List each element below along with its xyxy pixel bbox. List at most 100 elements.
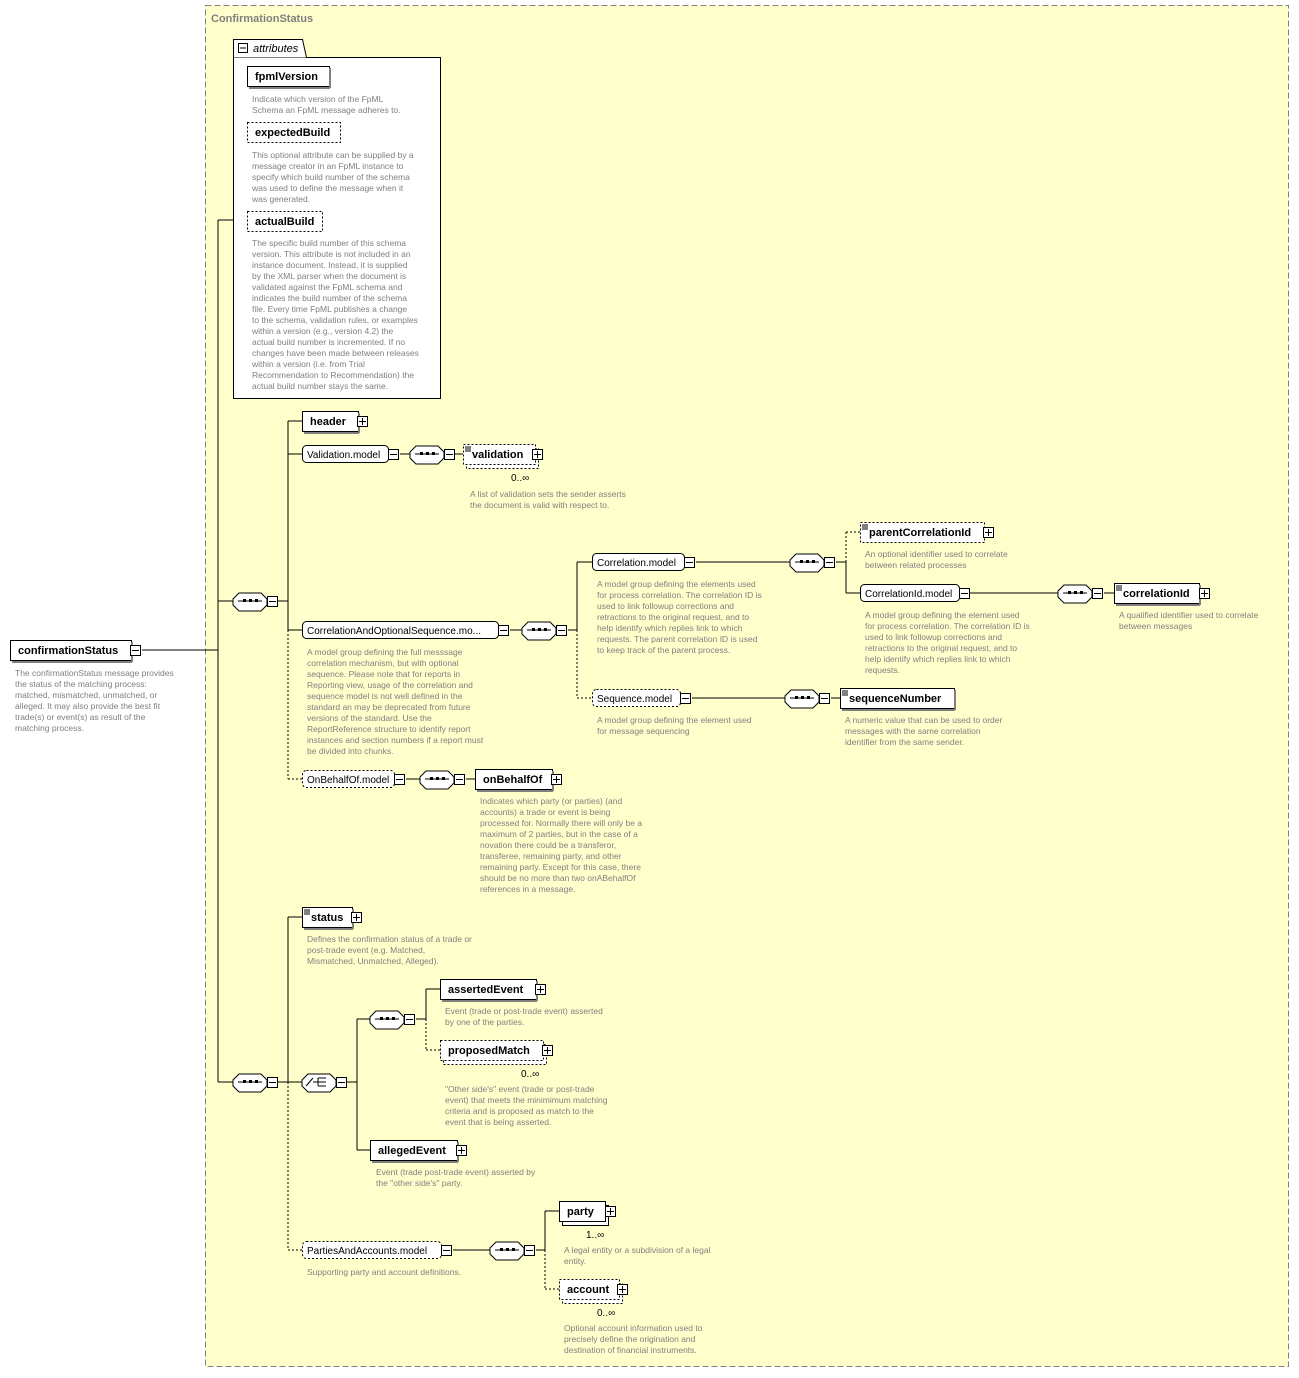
element-alleged-event[interactable]: allegedEvent: [370, 1140, 467, 1163]
group-on-behalf-of-model[interactable]: OnBehalfOf.model: [302, 770, 405, 788]
desc-line: A model group defining the elements used: [597, 579, 756, 589]
attributes-label: attributes: [253, 43, 299, 55]
sequence-compositor-parties[interactable]: [489, 1241, 535, 1261]
desc-line: for process correlation. The correlation…: [865, 621, 1030, 631]
svg-text:status: status: [311, 912, 343, 924]
asserted-event-desc: Event (trade or post-trade event) assert…: [445, 1006, 603, 1027]
party-desc: A legal entity or a subdivision of a leg…: [564, 1245, 711, 1266]
sequence-compositor-validation[interactable]: [409, 445, 455, 465]
desc-line: remaining party. Except for this case, t…: [480, 862, 641, 872]
desc-line: between related processes: [865, 560, 967, 570]
element-header[interactable]: header: [302, 411, 368, 434]
desc-line: criteria and is proposed as match to the: [445, 1106, 594, 1116]
correlation-model-desc: A model group defining the elements used…: [597, 579, 762, 655]
desc-line: Reporting view, usage of the correlation…: [307, 680, 473, 690]
group-correlation-optional-sequence[interactable]: CorrelationAndOptionalSequence.mo...: [302, 621, 509, 639]
sequence-compositor-1[interactable]: [232, 592, 278, 612]
desc-line: by the XML parser when the document is: [252, 271, 406, 281]
desc-line: matching process.: [15, 723, 84, 733]
proposed-match-desc: "Other side's" event (trade or post-trad…: [445, 1084, 608, 1127]
desc-line: An optional identifier used to correlate: [865, 549, 1008, 559]
desc-line: message creator in an FpML instance to: [252, 161, 404, 171]
desc-line: A numeric value that can be used to orde…: [845, 715, 1003, 725]
svg-text:fpmlVersion: fpmlVersion: [255, 71, 318, 83]
svg-text:correlationId: correlationId: [1123, 588, 1190, 600]
svg-text:party: party: [567, 1206, 595, 1218]
svg-text:PartiesAndAccounts.model: PartiesAndAccounts.model: [307, 1246, 427, 1257]
desc-line: alleged. It may also provide the best fi…: [15, 701, 161, 711]
desc-line: was generated.: [251, 194, 310, 204]
attributes-collapse-toggle[interactable]: [238, 43, 248, 53]
element-validation[interactable]: validation: [463, 444, 543, 469]
svg-text:onBehalfOf: onBehalfOf: [483, 774, 543, 786]
desc-line: standard an may be deprecated from futur…: [307, 702, 471, 712]
attribute-actualbuild-desc: The specific build number of this schema…: [251, 238, 419, 391]
svg-text:Correlation.model: Correlation.model: [597, 558, 676, 569]
correlation-id-desc: A qualified identifier used to correlate…: [1119, 610, 1259, 631]
svg-text:sequenceNumber: sequenceNumber: [849, 693, 942, 705]
root-desc: The confirmationStatus message provides t…: [15, 668, 174, 733]
account-occurrence: 0..∞: [597, 1308, 615, 1319]
desc-line: be divided into chunks.: [307, 746, 393, 756]
attribute-fpmlversion[interactable]: fpmlVersion: [247, 66, 331, 89]
desc-line: A list of validation sets the sender ass…: [470, 489, 626, 499]
element-correlation-id[interactable]: correlationId: [1114, 583, 1210, 606]
desc-line: A legal entity or a subdivision of a leg…: [564, 1245, 711, 1255]
choice-compositor[interactable]: [301, 1073, 347, 1093]
desc-line: within a version (e.g., version 4.2) the: [251, 326, 394, 336]
attribute-expectedbuild[interactable]: expectedBuild: [247, 122, 341, 143]
group-parties-and-accounts-model[interactable]: PartiesAndAccounts.model: [302, 1241, 452, 1259]
desc-line: instances and section numbers if a repor…: [307, 735, 484, 745]
desc-line: versions of the standard. Use the: [307, 713, 432, 723]
sequence-compositor-correlation-id[interactable]: [1057, 584, 1103, 604]
desc-line: between messages: [1119, 621, 1192, 631]
element-proposed-match[interactable]: proposedMatch: [440, 1040, 553, 1065]
element-status[interactable]: status: [302, 907, 362, 930]
attribute-actualbuild[interactable]: actualBuild: [247, 211, 323, 232]
desc-line: correlation mechanism, but with optional: [307, 658, 459, 668]
desc-line: Event (trade post-trade event) asserted …: [376, 1167, 536, 1177]
desc-line: was used to define the message when it: [251, 183, 404, 193]
sequence-compositor-sequence-model[interactable]: [784, 689, 830, 709]
validation-desc: A list of validation sets the sender ass…: [470, 489, 626, 510]
element-account[interactable]: account: [559, 1279, 628, 1304]
svg-text:allegedEvent: allegedEvent: [378, 1145, 446, 1157]
desc-line: to keep track of the parent process.: [597, 645, 730, 655]
element-parent-correlation-id[interactable]: parentCorrelationId: [860, 522, 994, 543]
element-on-behalf-of[interactable]: onBehalfOf: [475, 769, 562, 792]
desc-line: the "other side's" party.: [376, 1178, 462, 1188]
desc-line: A model group defining the full messsage: [307, 647, 463, 657]
group-sequence-model[interactable]: Sequence.model: [592, 689, 691, 707]
desc-line: Mismatched, Unmatched, Alleged).: [307, 956, 439, 966]
validation-occurrence: 0..∞: [511, 473, 529, 484]
element-sequence-number[interactable]: sequenceNumber: [840, 688, 956, 711]
sequence-compositor-events[interactable]: [369, 1010, 415, 1030]
sequence-compositor-correlation-model[interactable]: [789, 553, 835, 573]
group-validation-model[interactable]: Validation.model: [302, 445, 399, 463]
desc-line: retractions to the original request, and…: [597, 612, 749, 622]
desc-line: event) that meets the minimimum matching: [445, 1095, 608, 1105]
desc-line: This optional attribute can be supplied …: [252, 150, 414, 160]
desc-line: transferee, remaining party, and other: [480, 851, 622, 861]
corr-opt-seq-desc: A model group defining the full messsage…: [307, 647, 484, 756]
attribute-expectedbuild-desc: This optional attribute can be supplied …: [251, 150, 414, 204]
root-element-confirmationstatus[interactable]: confirmationStatus: [10, 640, 133, 663]
desc-line: The specific build number of this schema: [252, 238, 406, 248]
svg-text:validation: validation: [472, 449, 524, 461]
desc-line: Event (trade or post-trade event) assert…: [445, 1006, 603, 1016]
group-correlation-model[interactable]: Correlation.model: [592, 553, 695, 571]
desc-line: help identify which replies link to whic…: [865, 654, 1011, 664]
element-party[interactable]: party: [559, 1201, 616, 1226]
sequence-compositor-on-behalf[interactable]: [419, 770, 465, 790]
sequence-compositor-correlation[interactable]: [521, 621, 567, 641]
desc-line: indicates the build number of the schema: [252, 293, 407, 303]
root-collapse-toggle[interactable]: [130, 645, 141, 656]
group-correlation-id-model[interactable]: CorrelationId.model: [860, 584, 970, 602]
desc-line: messages with the same correlation: [845, 726, 981, 736]
desc-line: trade(s) or event(s) as result of the: [15, 712, 146, 722]
element-asserted-event[interactable]: assertedEvent: [440, 979, 546, 1002]
svg-text:CorrelationAndOptionalSequence: CorrelationAndOptionalSequence.mo...: [307, 626, 481, 637]
desc-line: The confirmationStatus message provides: [15, 668, 174, 678]
sequence-compositor-2[interactable]: [232, 1073, 278, 1093]
